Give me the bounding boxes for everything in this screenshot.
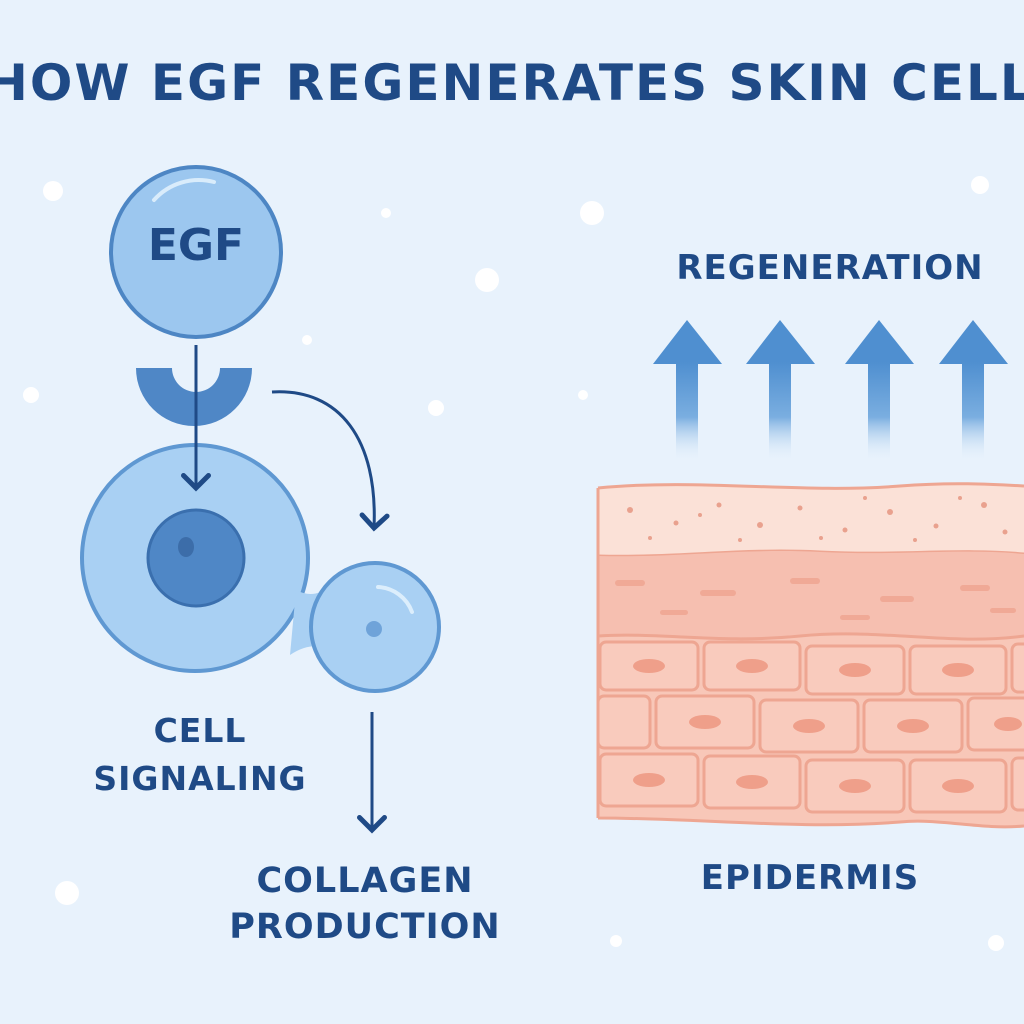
- arrow-to-collagen-cell: [271, 390, 390, 532]
- regeneration-arrow: [746, 320, 815, 462]
- receptor-icon: [136, 368, 252, 426]
- skin-pores: [627, 496, 1008, 542]
- page-title: HOW EGF REGENERATES SKIN CELLS: [0, 54, 1024, 112]
- regeneration-arrow: [939, 320, 1008, 462]
- skin-cross-section: [598, 483, 1024, 827]
- nucleolus: [178, 537, 194, 557]
- regeneration-label: REGENERATION: [676, 248, 984, 288]
- egf-highlight: [152, 178, 216, 202]
- egf-molecule: [109, 165, 283, 339]
- epidermis-label: EPIDERMIS: [700, 858, 920, 898]
- regeneration-arrow: [653, 320, 722, 462]
- middle-layer-streaks: [615, 578, 1016, 620]
- budding-cell-highlight: [376, 585, 414, 614]
- budding-cell-dot: [366, 621, 382, 637]
- epidermis-cell-nuclei: [633, 659, 1022, 793]
- background-sparkles: [23, 176, 1004, 951]
- cell-signaling-line1: CELL: [153, 711, 247, 750]
- regeneration-arrow: [845, 320, 914, 462]
- cell-signaling-line2: SIGNALING: [93, 759, 307, 798]
- skin-outline: [596, 482, 1024, 829]
- egf-label: EGF: [147, 220, 245, 271]
- regeneration-arrows: [653, 320, 1008, 462]
- collagen-line1: COLLAGEN: [256, 861, 474, 901]
- collagen-production-label: COLLAGEN PRODUCTION: [200, 858, 530, 950]
- collagen-line2: PRODUCTION: [229, 907, 501, 947]
- cell-nucleus: [146, 508, 246, 608]
- cell-signaling-label: CELL SIGNALING: [60, 707, 340, 803]
